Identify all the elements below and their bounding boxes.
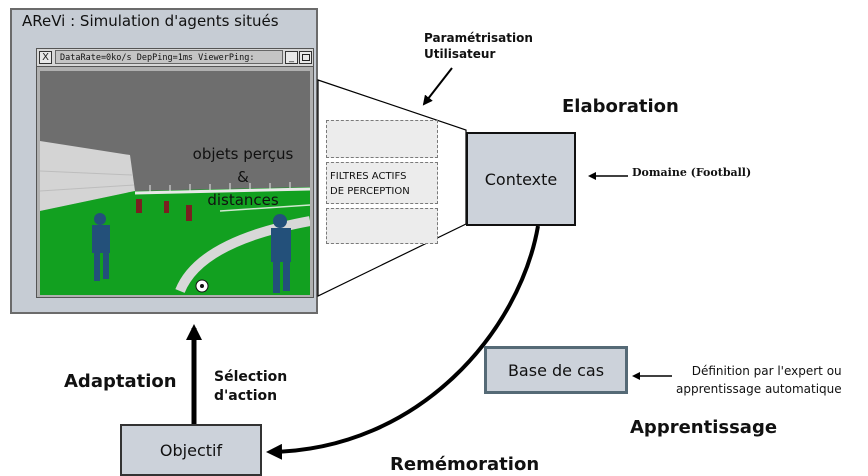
elaboration-label: Elaboration bbox=[562, 96, 679, 117]
filters-label: FILTRES ACTIFS DE PERCEPTION bbox=[330, 169, 438, 199]
minimize-icon[interactable]: _ bbox=[285, 51, 298, 64]
selection-line: d'action bbox=[214, 388, 278, 404]
filters-label-line: DE PERCEPTION bbox=[330, 186, 410, 197]
viewer-titlebar: X DataRate=0ko/s DepPing=1ms ViewerPing:… bbox=[37, 49, 313, 67]
arevi-window-title: AReVi : Simulation d'agents situés bbox=[22, 12, 279, 30]
scene-label-line: objets perçus bbox=[192, 145, 294, 163]
parametrisation-line: Utilisateur bbox=[424, 47, 496, 61]
apprentissage-label: Apprentissage bbox=[630, 417, 778, 438]
filter-slot bbox=[326, 208, 438, 244]
close-icon[interactable]: X bbox=[39, 51, 52, 64]
pitch-line bbox=[175, 216, 310, 294]
player bbox=[92, 213, 110, 281]
viewer-title-text: DataRate=0ko/s DepPing=1ms ViewerPing: bbox=[55, 50, 283, 64]
rememoration-arrow bbox=[266, 225, 540, 460]
domaine-label: Domaine (Football) bbox=[632, 166, 752, 179]
definition-line: apprentissage automatique bbox=[676, 382, 842, 396]
contexte-box: Contexte bbox=[466, 132, 576, 226]
filters-label-line: FILTRES ACTIFS bbox=[330, 171, 407, 182]
maximize-icon[interactable] bbox=[299, 51, 312, 64]
rememoration-label: Remémoration bbox=[390, 454, 540, 475]
selection-line: Sélection bbox=[214, 369, 288, 385]
adaptation-label: Adaptation bbox=[64, 371, 177, 392]
filter-slot bbox=[326, 120, 438, 158]
definition-label: Définition par l'expert ou apprentissage… bbox=[676, 362, 842, 398]
scene-label-line: distances bbox=[207, 191, 279, 209]
arevi-window: AReVi : Simulation d'agents situés X Dat… bbox=[10, 8, 318, 314]
parametrisation-arrow bbox=[422, 67, 453, 106]
filter-slot-active bbox=[326, 162, 438, 204]
player bbox=[271, 214, 291, 293]
scene-render bbox=[40, 71, 310, 295]
player bbox=[186, 205, 192, 221]
selection-action-label: Sélection d'action bbox=[214, 368, 287, 406]
scene-label: objets perçus & distances bbox=[178, 143, 308, 212]
stands bbox=[40, 141, 135, 211]
football-scene: objets perçus & distances bbox=[40, 71, 310, 295]
definition-line: Définition par l'expert ou bbox=[691, 364, 842, 378]
player bbox=[136, 199, 142, 213]
base-de-cas-box: Base de cas bbox=[484, 346, 628, 394]
parametrisation-label: Paramétrisation Utilisateur bbox=[424, 30, 533, 62]
viewer-window: X DataRate=0ko/s DepPing=1ms ViewerPing:… bbox=[36, 48, 314, 298]
objectif-box: Objectif bbox=[120, 424, 262, 476]
player bbox=[164, 201, 169, 213]
scene-label-line: & bbox=[237, 168, 249, 186]
parametrisation-line: Paramétrisation bbox=[424, 31, 533, 45]
